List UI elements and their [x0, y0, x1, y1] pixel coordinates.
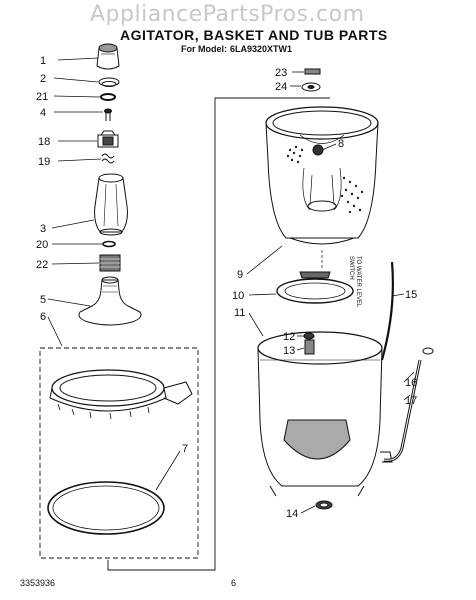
model-line: For Model:6LA9320XTW1 — [178, 44, 292, 54]
callout-14: 14 — [286, 508, 298, 520]
callout-6: 6 — [40, 311, 46, 323]
part-8-basket-drive-block[interactable] — [312, 144, 324, 156]
part-23-clip[interactable] — [304, 68, 321, 75]
basket-perforations — [286, 145, 364, 214]
callout-4: 4 — [40, 107, 46, 119]
assembly-guide-line — [107, 97, 330, 571]
part-10-tub-cover-ring[interactable] — [276, 271, 354, 304]
part-11-outer-tub[interactable] — [257, 331, 393, 497]
part-7-tub-gasket[interactable] — [47, 481, 165, 535]
callout-16: 16 — [405, 377, 417, 389]
callout-12: 12 — [283, 331, 295, 343]
callout-20: 20 — [36, 239, 48, 251]
part-14-seal[interactable] — [315, 500, 333, 510]
callout-18: 18 — [38, 136, 50, 148]
part-3-agitator-barrel[interactable] — [94, 173, 128, 236]
model-number: 6LA9320XTW1 — [230, 44, 293, 54]
part-21-washer[interactable] — [100, 93, 116, 101]
callout-2: 2 — [40, 73, 46, 85]
part-19-clip[interactable] — [101, 153, 115, 164]
part-22-drive-bell[interactable] — [99, 254, 121, 272]
callout-8: 8 — [338, 138, 344, 150]
callout-leader-lines — [47, 57, 415, 514]
model-prefix: For Model: — [181, 44, 227, 54]
side-note-line-1: TO WATER LEVEL — [355, 256, 361, 308]
part-20-clip[interactable] — [102, 240, 116, 248]
callout-11: 11 — [234, 307, 245, 319]
callout-23: 23 — [275, 67, 287, 79]
callout-24: 24 — [275, 81, 287, 93]
part-1-agitator-cap[interactable] — [96, 43, 120, 70]
callout-1: 1 — [40, 55, 46, 67]
part-6-tub-ring[interactable] — [49, 369, 193, 420]
diagram-title: AGITATOR, BASKET AND TUB PARTS — [120, 27, 388, 43]
part-4-bolt[interactable] — [104, 108, 112, 121]
callout-19: 19 — [38, 156, 50, 168]
part-15-pressure-tube[interactable] — [380, 261, 394, 361]
document-number: 3353936 — [20, 578, 56, 588]
part-12-hub-nut[interactable] — [303, 332, 315, 340]
part-16-hose-clamp[interactable] — [422, 347, 434, 355]
callout-10: 10 — [232, 290, 244, 302]
callout-3: 3 — [40, 223, 46, 235]
page-number: 6 — [231, 578, 237, 588]
part-9-spin-basket[interactable] — [265, 106, 379, 245]
callout-15: 15 — [405, 289, 417, 301]
water-level-switch-note: TO WATER LEVEL SWITCH — [347, 256, 361, 307]
part-18-dog[interactable] — [97, 130, 119, 148]
part-24-nut[interactable] — [301, 82, 321, 92]
callout-9: 9 — [237, 269, 243, 281]
part-17-drain-hose[interactable] — [383, 359, 422, 462]
part-5-agitator-base[interactable] — [78, 276, 142, 326]
callout-13: 13 — [283, 345, 295, 357]
callout-21: 21 — [36, 91, 48, 103]
watermark-text: AppliancePartsPros.com — [90, 2, 365, 27]
callout-7: 7 — [182, 443, 188, 455]
callout-17: 17 — [405, 395, 417, 407]
part-13-bearing[interactable] — [304, 339, 315, 355]
part-2-seal[interactable] — [98, 77, 120, 87]
callout-22: 22 — [36, 259, 48, 271]
side-note-line-2: SWITCH — [348, 256, 354, 280]
callout-5: 5 — [40, 294, 46, 306]
